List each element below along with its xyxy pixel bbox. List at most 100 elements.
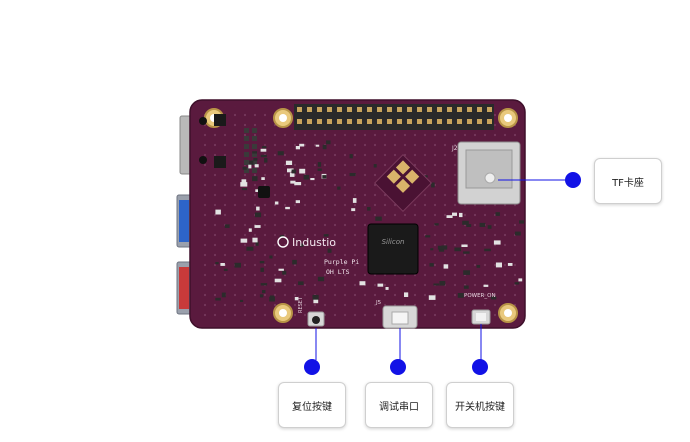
smd-part (495, 212, 500, 216)
smd-part (373, 164, 377, 168)
left-header-pin (244, 168, 249, 173)
smd-part (323, 234, 329, 237)
debug-callout-dot (390, 359, 406, 375)
usb-port-top-insert (179, 200, 189, 242)
usb-port-bottom-insert (179, 267, 189, 309)
smd-part (269, 255, 273, 259)
gpio-pin (297, 107, 302, 112)
smd-part (454, 247, 461, 252)
smd-part (463, 251, 470, 254)
gpio-pin (407, 119, 412, 124)
smd-part (441, 245, 448, 250)
reset-button-callout-label: 复位按键 (292, 401, 332, 413)
left-header-pin (244, 160, 249, 165)
left-header-pin (252, 128, 257, 133)
smd-part (241, 179, 247, 184)
gpio-pin (377, 119, 382, 124)
smd-part (252, 151, 257, 154)
smd-part (248, 228, 252, 232)
smd-part (294, 182, 302, 186)
smd-part (317, 162, 322, 167)
smd-part (299, 168, 306, 174)
label-j5: J5 (375, 300, 382, 306)
memory-chip-cluster (374, 154, 432, 212)
model-text-line1: Purple Pi (324, 258, 359, 266)
smd-part (431, 182, 435, 188)
tf-slot-callout: TF卡座 (594, 158, 662, 204)
smd-part (300, 243, 304, 247)
gpio-pin (417, 107, 422, 112)
soc-chip (367, 223, 419, 275)
smd-part (295, 200, 300, 204)
tf-callout-dot (565, 172, 581, 188)
left-header-pin (244, 152, 249, 157)
label-j2: J2 (451, 145, 458, 152)
smd-part (240, 299, 244, 302)
gpio-pin (347, 107, 352, 112)
smd-part (327, 248, 332, 253)
smd-part (434, 223, 439, 226)
gpio-pin (477, 107, 482, 112)
gpio-pin (337, 107, 342, 112)
smd-part (507, 263, 513, 266)
debug-serial-port (391, 311, 409, 325)
smd-part (240, 238, 248, 243)
smd-part (241, 188, 247, 191)
smd-part (313, 298, 319, 304)
power-button-callout: 开关机按键 (446, 382, 514, 428)
gpio-pin (467, 107, 472, 112)
gpio-pin (347, 119, 352, 124)
smd-part (289, 172, 295, 177)
smd-part (220, 263, 225, 266)
smd-part (437, 245, 442, 250)
left-header-pin (244, 136, 249, 141)
gpio-pin (417, 119, 422, 124)
smd-part (279, 235, 285, 238)
smd-part (490, 296, 497, 300)
smd-part (299, 143, 305, 147)
smd-part (223, 268, 228, 271)
smd-part (277, 151, 284, 156)
gpio-pin (487, 119, 492, 124)
gpio-pin (327, 119, 332, 124)
smd-part (234, 262, 241, 268)
gpio-pin (387, 107, 392, 112)
gpio-pin (297, 119, 302, 124)
smd-part (322, 144, 327, 150)
smd-part (424, 175, 428, 178)
smd-part (457, 293, 464, 298)
smd-part (252, 237, 258, 243)
smd-part (291, 169, 296, 174)
tf-slot-marker (484, 172, 496, 184)
smd-part (259, 294, 264, 298)
smd-part (495, 262, 502, 268)
smd-part (443, 264, 449, 269)
smd-part (317, 168, 322, 171)
smd-part (476, 265, 481, 268)
smd-part (278, 268, 284, 271)
smd-part (242, 166, 247, 170)
smd-part (404, 292, 409, 297)
smd-part (253, 158, 258, 161)
smd-part (459, 212, 463, 218)
smd-part (514, 282, 520, 285)
left-header-pin (244, 144, 249, 149)
pcb-via-pattern (196, 106, 519, 322)
smd-part (433, 283, 440, 286)
smd-part (240, 182, 248, 187)
smd-part (255, 241, 259, 246)
smd-part (303, 174, 310, 180)
smd-part (298, 281, 304, 285)
left-header-pin (244, 128, 249, 133)
smd-part (274, 201, 279, 205)
smd-part (260, 267, 264, 272)
smd-part (274, 278, 282, 283)
left-header-pin (252, 136, 257, 141)
gpio-pin (367, 107, 372, 112)
gpio-pin (487, 107, 492, 112)
smd-part (215, 297, 221, 301)
smd-part (519, 220, 524, 224)
smd-part (351, 208, 356, 212)
smd-part (287, 168, 291, 173)
